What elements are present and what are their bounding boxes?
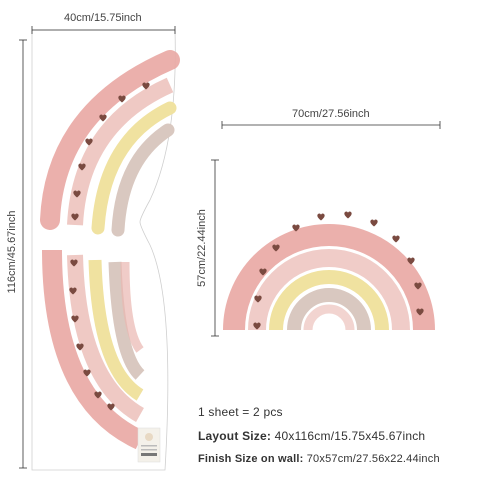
lower-rainbow-piece xyxy=(42,249,145,450)
finish-width-label: 70cm/27.56inch xyxy=(292,108,370,120)
assembled-rainbow xyxy=(223,211,435,331)
sheet-count-text: 1 sheet = 2 pcs xyxy=(198,405,283,419)
layout-size-text: Layout Size: 40x116cm/15.75x45.67inch xyxy=(198,429,425,443)
finish-size-value: 70x57cm/27.56x22.44inch xyxy=(306,453,440,465)
layout-size-label: Layout Size: xyxy=(198,429,272,443)
finish-size-label: Finish Size on wall: xyxy=(198,453,304,465)
finish-size-text: Finish Size on wall: 70x57cm/27.56x22.44… xyxy=(198,453,440,465)
upper-rainbow-piece xyxy=(40,50,180,237)
dimension-lines xyxy=(19,26,441,469)
sheet-width-label: 40cm/15.75inch xyxy=(64,12,142,24)
layout-size-value: 40x116cm/15.75x45.67inch xyxy=(274,429,426,443)
sheet-height-label: 116cm/45.67inch xyxy=(6,210,18,294)
finish-height-label: 57cm/22.44inch xyxy=(196,209,208,287)
